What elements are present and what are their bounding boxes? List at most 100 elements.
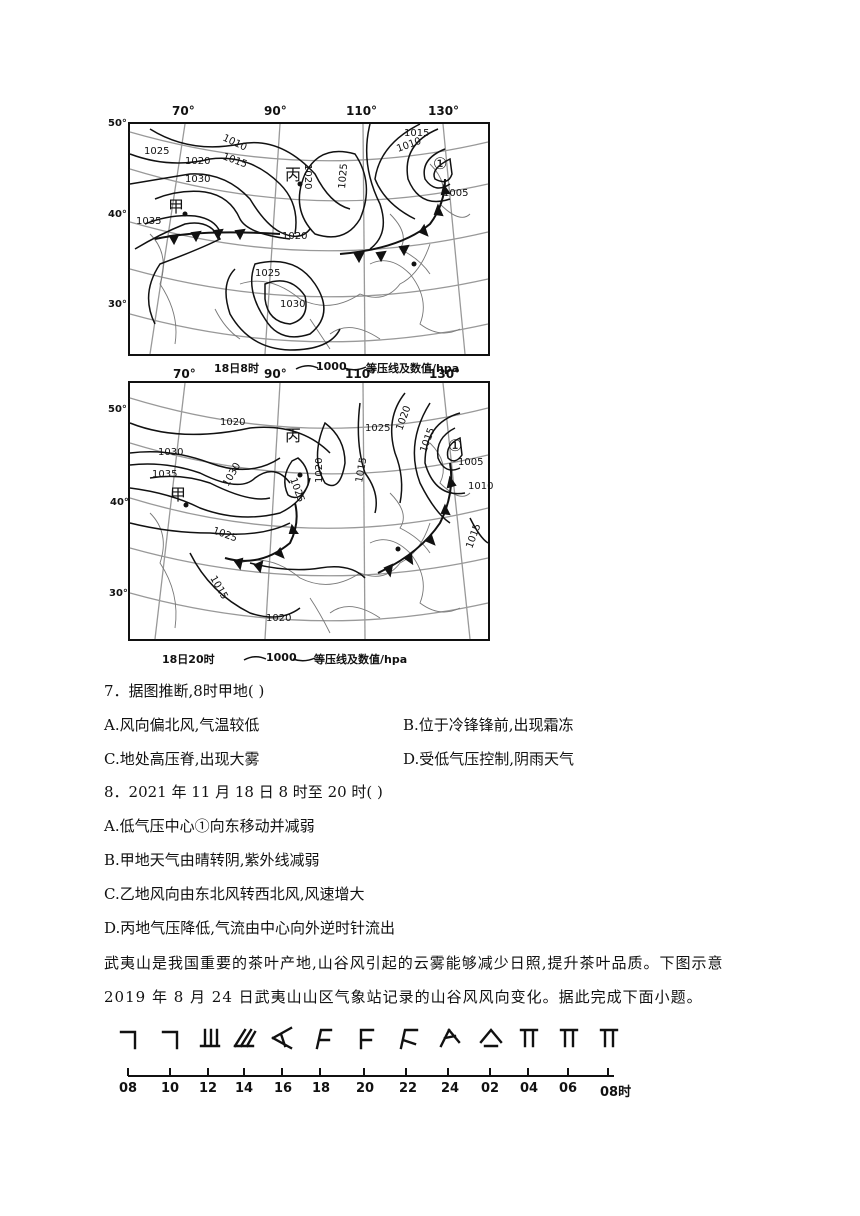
map2-legend-line-right bbox=[292, 657, 316, 662]
wind-barb-icon bbox=[315, 1028, 333, 1050]
map1-lon-110: 110° bbox=[346, 104, 378, 118]
time-tick-label: 16 bbox=[274, 1081, 293, 1096]
map2-isobar-label: 1025 bbox=[287, 476, 306, 504]
map2-legend-text: 等压线及数值/hpa bbox=[314, 653, 408, 666]
map1-legend-value: 1000 bbox=[316, 360, 347, 373]
wind-barb-icon bbox=[599, 1028, 619, 1048]
map2-isobar-label: 1020 bbox=[394, 404, 413, 432]
time-tick-label: 08 bbox=[119, 1081, 138, 1096]
map1-legend-line-left bbox=[295, 365, 319, 370]
map1-isobar-label: 1010 bbox=[395, 136, 423, 155]
map1-lat-30: 30° bbox=[108, 299, 127, 310]
wind-barb-icon bbox=[519, 1028, 539, 1048]
map1-lon-130: 130° bbox=[428, 104, 460, 118]
map1-isobar-label: 1025 bbox=[337, 163, 350, 189]
weather-map-8am: 1010 1025 1020 1015 1030 1035 1020 1025 … bbox=[128, 122, 490, 356]
wind-barb-icon bbox=[479, 1028, 503, 1048]
map1-isobar-label: 1030 bbox=[185, 174, 210, 185]
map1-label-center: ① bbox=[433, 154, 447, 173]
q8-option-d: D.丙地气压降低,气流由中心向外逆时针流出 bbox=[104, 919, 396, 937]
map2-label-center: ① bbox=[448, 436, 462, 455]
map2-lon-130: 130° bbox=[429, 367, 461, 381]
q7-option-d: D.受低气压控制,阴雨天气 bbox=[403, 750, 575, 768]
map1-isobar-label: 1005 bbox=[443, 188, 468, 199]
time-tick-label: 20 bbox=[356, 1081, 375, 1096]
map1-label-jia: 甲 bbox=[168, 197, 184, 216]
map1-isobar-label: 1010 bbox=[221, 133, 249, 154]
q7-option-a: A.风向偏北风,气温较低 bbox=[104, 716, 260, 734]
map2-isobar-label: 1025 bbox=[365, 423, 390, 434]
time-tick-label: 18 bbox=[312, 1081, 331, 1096]
map2-lat-50: 50° bbox=[108, 404, 127, 415]
map2-isobar-label: 1020 bbox=[266, 613, 291, 624]
map2-lon-110: 110° bbox=[345, 367, 377, 381]
time-tick-label: 04 bbox=[520, 1081, 539, 1096]
q7-stem: 7．据图推断,8时甲地( ) bbox=[104, 682, 265, 700]
map1-isobar-label: 1015 bbox=[221, 151, 249, 170]
time-tick-label: 06 bbox=[559, 1081, 578, 1096]
passage-text: 武夷山是我国重要的茶叶产地,山谷风引起的云雾能够减少日照,提升茶叶品质。下图示意… bbox=[104, 954, 724, 1006]
wind-barb-icon bbox=[559, 1028, 579, 1048]
map2-caption-time: 18日20时 bbox=[162, 653, 215, 666]
q8-option-a: A.低气压中心①向东移动并减弱 bbox=[104, 817, 315, 835]
map1-label-bing: 丙 bbox=[285, 165, 301, 184]
wind-barb-icon bbox=[359, 1028, 375, 1050]
map2-isobar-label: 1020 bbox=[314, 458, 325, 483]
map1-isobar-label: 1020 bbox=[302, 164, 313, 189]
map1-isobar-label: 1015 bbox=[404, 128, 429, 139]
map2-lat-30: 30° bbox=[109, 588, 128, 599]
q7-option-c: C.地处高压脊,出现大雾 bbox=[104, 750, 260, 768]
q8-option-b: B.甲地天气由晴转阴,紫外线减弱 bbox=[104, 851, 320, 869]
map2-isobar-label: 1010 bbox=[468, 481, 493, 492]
map1-isobar-label: 1020 bbox=[282, 231, 307, 242]
map2-lon-70: 70° bbox=[173, 367, 196, 381]
map1-isobar-label: 1025 bbox=[144, 146, 169, 157]
map2-isobar-label: 1030 bbox=[158, 447, 183, 458]
map2-label-bing: 丙 bbox=[285, 426, 301, 445]
map2-isobar-label: 1015 bbox=[207, 574, 229, 602]
map2-isobar-label: 1005 bbox=[458, 457, 483, 468]
map1-svg: 1010 1025 1020 1015 1030 1035 1020 1025 … bbox=[129, 123, 489, 355]
q7-option-b: B.位于冷锋锋前,出现霜冻 bbox=[403, 716, 574, 734]
map1-lat-50: 50° bbox=[108, 118, 127, 129]
map2-isobar-label: 1015 bbox=[354, 457, 369, 484]
map1-legend-text: 等压线及数值/hpa bbox=[366, 362, 460, 375]
map1-isobar-label: 1030 bbox=[280, 299, 305, 310]
map1-caption-time: 18日8时 bbox=[214, 362, 259, 375]
map1-legend-line-right bbox=[343, 366, 367, 371]
wind-barb-icon bbox=[199, 1028, 221, 1048]
map1-isobar-label: 1025 bbox=[255, 268, 280, 279]
time-tick-label: 14 bbox=[235, 1081, 254, 1096]
map1-isobar-label: 1020 bbox=[185, 156, 210, 167]
map1-lat-40: 40° bbox=[108, 209, 127, 220]
time-tick-label: 08时 bbox=[600, 1085, 632, 1100]
time-tick-label: 24 bbox=[441, 1081, 460, 1096]
wind-barb-icon bbox=[161, 1030, 179, 1050]
time-tick-label: 12 bbox=[199, 1081, 218, 1096]
map1-lon-70: 70° bbox=[172, 104, 195, 118]
wind-direction-chart bbox=[119, 1026, 619, 1077]
wind-barb-icon bbox=[233, 1028, 257, 1048]
map1-lon-90: 90° bbox=[264, 104, 287, 118]
weather-map-8pm: 1020 1030 1035 1030 1025 1020 1025 1015 … bbox=[128, 381, 493, 641]
map2-label-jia: 甲 bbox=[170, 485, 186, 504]
map2-legend-line-left bbox=[243, 656, 267, 661]
map2-legend-value: 1000 bbox=[266, 651, 297, 664]
wind-barb-icon bbox=[439, 1028, 461, 1048]
map2-svg: 1020 1030 1035 1030 1025 1020 1025 1015 … bbox=[129, 382, 493, 640]
map2-isobar-label: 1020 bbox=[220, 417, 245, 428]
q8-stem: 8．2021 年 11 月 18 日 8 时至 20 时( ) bbox=[104, 783, 383, 801]
map2-isobar-label: 1035 bbox=[152, 469, 177, 480]
wind-barb-icon bbox=[271, 1026, 293, 1050]
map2-isobar-label: 1015 bbox=[418, 426, 437, 454]
map1-isobar-label: 1035 bbox=[136, 216, 161, 227]
map2-lon-90: 90° bbox=[264, 367, 287, 381]
wind-barb-icon bbox=[119, 1030, 137, 1050]
wind-barb-icon bbox=[399, 1028, 419, 1050]
map2-lat-40: 40° bbox=[110, 497, 129, 508]
time-tick-label: 22 bbox=[399, 1081, 418, 1096]
q8-option-c: C.乙地风向由东北风转西北风,风速增大 bbox=[104, 885, 365, 903]
time-tick-label: 02 bbox=[481, 1081, 500, 1096]
time-tick-label: 10 bbox=[161, 1081, 180, 1096]
map2-isobar-label: 1025 bbox=[211, 525, 239, 544]
